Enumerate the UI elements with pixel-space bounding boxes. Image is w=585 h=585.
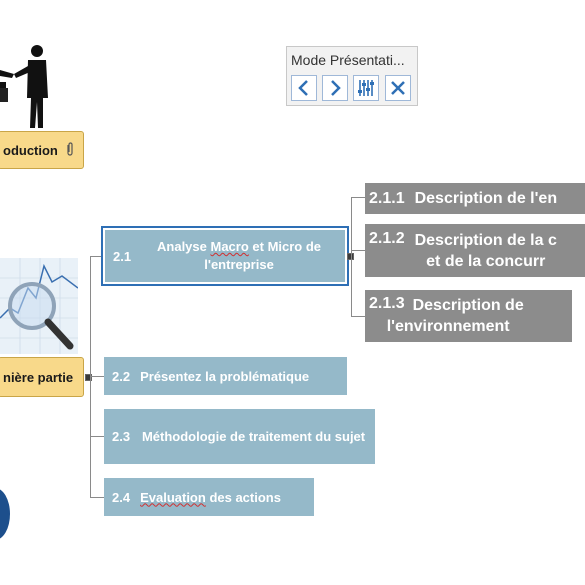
node-2-3-text: Méthodologie de traitement du sujet <box>141 428 366 444</box>
connector-to-2-1-1 <box>351 197 365 198</box>
node-2-1-1-number: 2.1.1 <box>369 189 405 207</box>
presentation-toolbar: Mode Présentati... <box>286 46 418 106</box>
node-2-1-1-text: Description de l'en <box>414 189 558 207</box>
node-2-3-number: 2.3 <box>112 429 131 444</box>
toolbar-title: Mode Présentati... <box>291 52 405 68</box>
node-2-4-text: Evaluation des actions <box>140 489 281 505</box>
node-2-1-text: Analyse Macro et Micro de l'entreprise <box>157 239 322 272</box>
chevron-right-icon <box>331 80 341 96</box>
chevron-left-icon <box>298 80 308 96</box>
node-2-1-3[interactable]: 2.1.3 Description de l'environnement <box>365 290 572 342</box>
node-2-1-2-text: Description de la c et de la concurr <box>414 232 557 270</box>
connector-part-one-trunk <box>90 256 91 498</box>
node-2-2[interactable]: 2.2 Présentez la problématique <box>104 357 347 395</box>
node-2-1-3-text: Description de l'environnement <box>386 297 524 335</box>
blue-circle-image <box>0 488 10 540</box>
close-button[interactable] <box>385 75 411 101</box>
node-2-4-number: 2.4 <box>112 489 131 505</box>
part-one-collapse-toggle[interactable] <box>85 374 92 381</box>
connector-to-2-1-2 <box>351 250 365 251</box>
part-one-node[interactable]: nière partie <box>0 357 84 397</box>
connector-to-2-1 <box>90 256 103 257</box>
part-one-label: nière partie <box>3 369 74 385</box>
next-button[interactable] <box>322 75 348 101</box>
connector-2-1-trunk <box>351 197 352 316</box>
node-2-1-2[interactable]: 2.1.2 Description de la c et de la concu… <box>365 224 585 277</box>
previous-button[interactable] <box>291 75 317 101</box>
sliders-icon <box>358 80 374 96</box>
node-2-1-3-number: 2.1.3 <box>369 295 405 312</box>
settings-button[interactable] <box>353 75 379 101</box>
node-2-1-1[interactable]: 2.1.1 Description de l'en <box>365 183 585 214</box>
connector-to-2-3 <box>90 436 104 437</box>
node-2-3[interactable]: 2.3 Méthodologie de traitement du sujet <box>104 409 375 464</box>
node-2-1[interactable]: 2.1 Analyse Macro et Micro de l'entrepri… <box>105 230 345 282</box>
node-2-4[interactable]: 2.4 Evaluation des actions <box>104 478 314 516</box>
introduction-label: oduction <box>3 142 58 158</box>
node-2-1-2-number: 2.1.2 <box>369 230 405 247</box>
connector-to-2-1-3 <box>351 316 365 317</box>
node-2-2-number: 2.2 <box>112 368 131 384</box>
node-2-2-text: Présentez la problématique <box>140 368 310 384</box>
connector-to-2-2 <box>90 376 104 377</box>
magnifier-chart-image <box>0 258 78 354</box>
node-2-1-collapse-toggle[interactable] <box>347 253 354 260</box>
connector-to-2-4 <box>90 497 104 498</box>
node-2-1-number: 2.1 <box>113 248 132 264</box>
handshake-image <box>0 45 48 128</box>
close-icon <box>391 81 405 95</box>
paperclip-icon <box>66 141 74 159</box>
introduction-node[interactable]: oduction <box>0 131 84 169</box>
